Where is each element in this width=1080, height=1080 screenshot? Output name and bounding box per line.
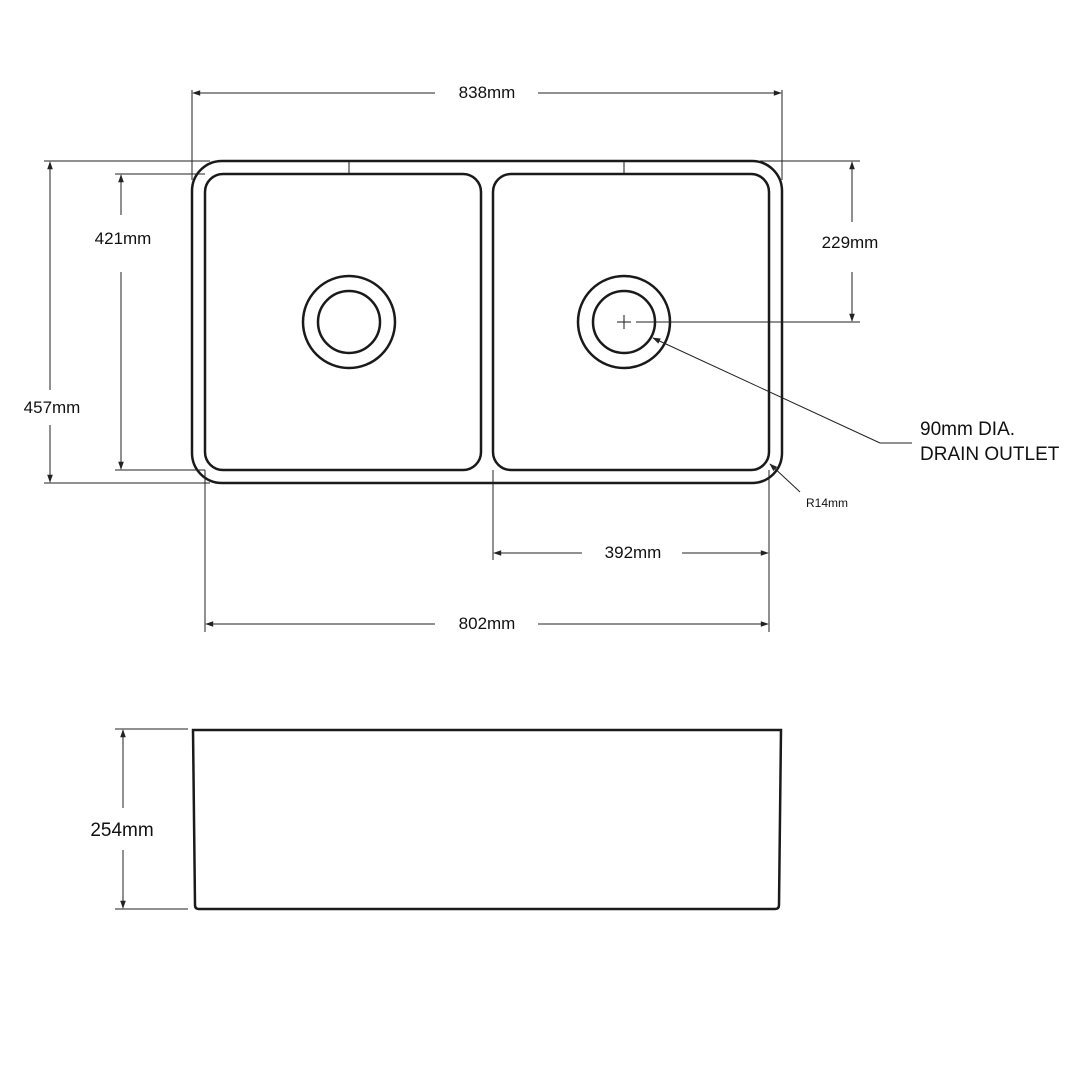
left-drain-outer <box>301 274 397 370</box>
drain-note-line2: DRAIN OUTLET <box>920 444 1060 465</box>
dim-bowl-width: 392mm <box>492 470 770 632</box>
dim-corner-radius: R14mm <box>769 463 848 510</box>
front-elevation-view <box>191 728 783 911</box>
left-drain-inner <box>316 289 382 355</box>
overall-depth-label: 457mm <box>24 398 81 417</box>
bowl-width-label: 392mm <box>605 543 662 562</box>
dim-height: 254mm <box>90 728 188 910</box>
corner-radius-label: R14mm <box>806 496 848 510</box>
sink-front-outline <box>191 728 783 911</box>
drain-offset-label: 229mm <box>822 233 879 252</box>
overall-width-label: 838mm <box>459 83 516 102</box>
left-bowl-outline <box>203 172 483 472</box>
dim-inner-width: 802mm <box>204 470 769 633</box>
inner-width-label: 802mm <box>459 614 516 633</box>
dim-bowl-depth: 421mm <box>95 173 205 471</box>
dim-overall-width: 838mm <box>191 83 783 180</box>
bowl-depth-label: 421mm <box>95 229 152 248</box>
dim-overall-depth: 457mm <box>24 160 210 484</box>
drain-note: 90mm DIA. DRAIN OUTLET <box>652 337 1060 465</box>
dim-drain-offset: 229mm <box>636 160 879 323</box>
drain-note-line1: 90mm DIA. <box>920 419 1015 440</box>
height-label: 254mm <box>90 820 153 841</box>
